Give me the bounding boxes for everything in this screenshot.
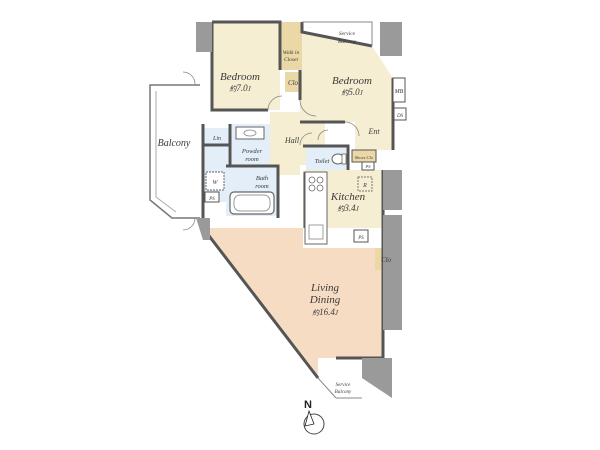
ps-left-box bbox=[204, 191, 220, 203]
bedroom2-size: 約5.0J bbox=[341, 87, 363, 97]
walk-in-closet bbox=[280, 22, 302, 70]
walk-in-label-2: Closet bbox=[284, 57, 299, 63]
service-balcony-top-label-1: Service bbox=[339, 31, 356, 37]
living-dining-floor bbox=[203, 228, 383, 378]
hall-label: Hall bbox=[284, 136, 300, 145]
ps-left-label: PS bbox=[208, 197, 215, 202]
kitchen-counter bbox=[304, 171, 328, 245]
toilet-icon bbox=[331, 153, 347, 165]
walk-in-label-1: Walk in bbox=[283, 50, 300, 56]
powder-label-1: Powder bbox=[241, 148, 263, 155]
entrance-floor bbox=[355, 122, 393, 150]
washer-icon bbox=[205, 171, 225, 191]
service-balcony-top bbox=[302, 21, 373, 46]
closet-bedroom bbox=[285, 72, 302, 92]
bedroom-right-floor bbox=[300, 32, 393, 122]
clo-living-label: Clo bbox=[381, 256, 392, 264]
door-swings bbox=[182, 71, 360, 231]
washbasin-icon bbox=[235, 126, 265, 140]
bath-label-1: Bath bbox=[256, 175, 268, 182]
kitchen-label: Kitchen bbox=[330, 191, 366, 203]
balcony-label: Balcony bbox=[158, 138, 191, 149]
compass-icon: N bbox=[303, 399, 325, 437]
fridge-label: R bbox=[362, 183, 367, 189]
living-label: Living bbox=[310, 282, 340, 294]
service-balcony-bottom bbox=[317, 377, 362, 399]
ps-kitchen-label: PS bbox=[357, 236, 364, 241]
dining-label: Dining bbox=[309, 294, 341, 306]
service-balcony-bottom-label-2: Balcony bbox=[335, 390, 352, 395]
toilet-label: Toilet bbox=[315, 158, 330, 165]
mb-label: MB bbox=[394, 89, 404, 95]
mb-box bbox=[392, 77, 406, 103]
shoes-closet bbox=[351, 149, 377, 163]
powder-label-2: room bbox=[245, 156, 259, 163]
lin-floor bbox=[204, 128, 230, 144]
fridge-space bbox=[357, 176, 373, 192]
shoes-clo-label: Shoes Clo bbox=[355, 155, 374, 160]
service-balcony-bottom-label-1: Service bbox=[336, 383, 351, 388]
bath-label-2: room bbox=[255, 183, 269, 190]
service-balcony-top-label-2: Balcony bbox=[338, 39, 357, 45]
ps-kitchen-box bbox=[353, 229, 369, 243]
ps-ent-label: PS bbox=[365, 164, 372, 169]
ds-box bbox=[393, 107, 407, 121]
kitchen-size: 約3.4J bbox=[337, 203, 359, 213]
ent-label: Ent bbox=[367, 127, 380, 136]
washer-label: W bbox=[213, 180, 219, 186]
compass-north-label: N bbox=[304, 399, 312, 411]
ds-label: DS bbox=[396, 114, 404, 119]
bedroom2-label: Bedroom bbox=[332, 75, 372, 87]
structural-columns bbox=[196, 22, 402, 398]
bathtub-icon bbox=[229, 191, 275, 215]
bedroom-left-floor bbox=[212, 22, 280, 110]
bedroom1-label: Bedroom bbox=[220, 71, 260, 83]
living-size: 約16.4J bbox=[312, 307, 339, 317]
clo-bedroom-label: Clo bbox=[288, 79, 299, 87]
balcony-area bbox=[149, 84, 200, 219]
lin-label: Lin bbox=[212, 136, 221, 142]
bedroom1-size: 約7.0J bbox=[229, 83, 251, 93]
